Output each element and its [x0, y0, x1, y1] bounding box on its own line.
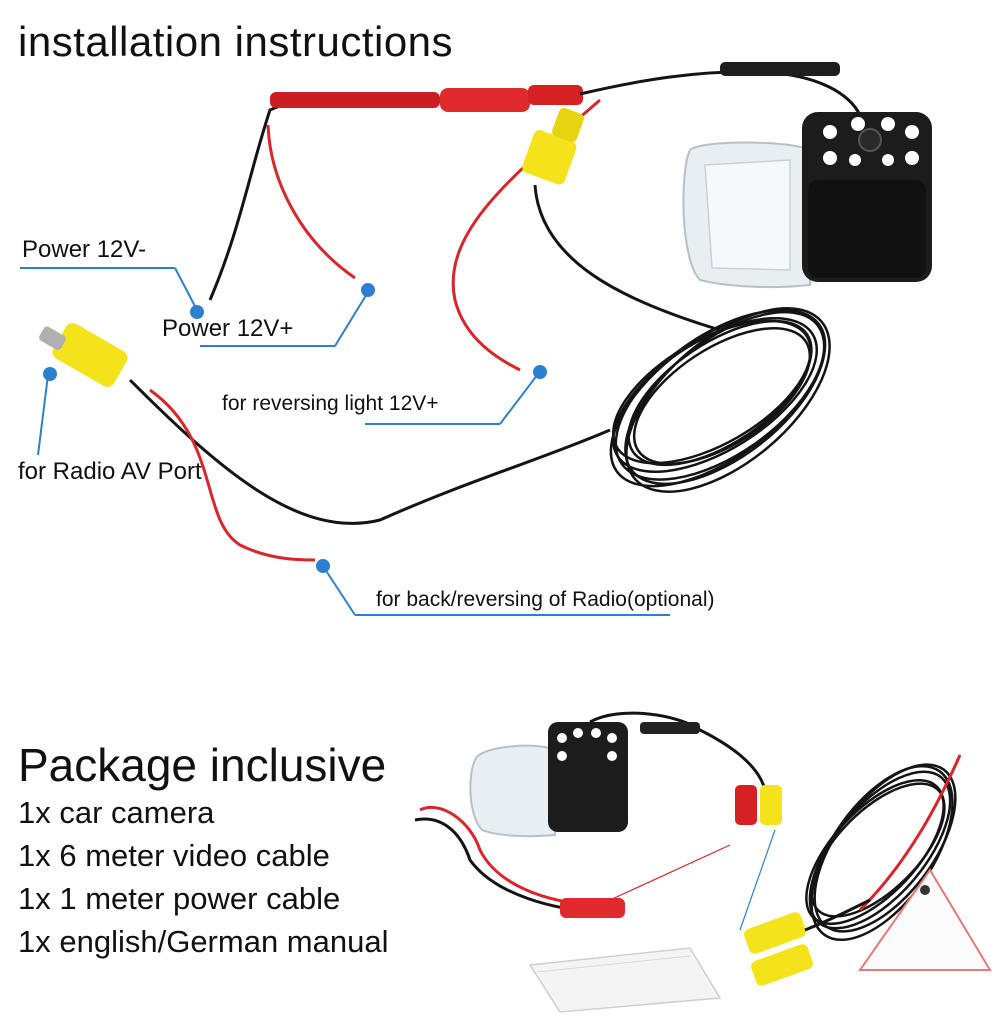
- package-item: 1x 1 meter power cable: [18, 881, 341, 916]
- label-power-positive: Power 12V+: [162, 315, 294, 342]
- installation-title: installation instructions: [18, 18, 454, 65]
- package-item: 1x 6 meter video cable: [18, 838, 330, 873]
- label-radio-av-port: for Radio AV Port: [18, 458, 202, 485]
- package-title: Package inclusive: [18, 739, 387, 791]
- package-item: 1x english/German manual: [18, 924, 389, 959]
- package-item: 1x car camera: [18, 795, 215, 830]
- label-power-negative: Power 12V-: [22, 236, 147, 263]
- label-reversing-light: for reversing light 12V+: [222, 392, 439, 415]
- label-back-reversing: for back/reversing of Radio(optional): [376, 588, 715, 611]
